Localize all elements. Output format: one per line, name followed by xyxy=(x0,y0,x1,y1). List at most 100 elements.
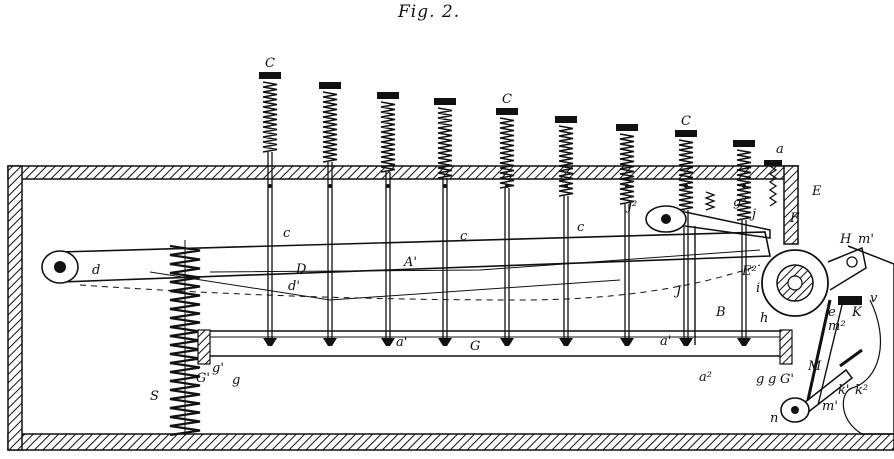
key-spring xyxy=(262,81,278,153)
spring-wire xyxy=(842,299,882,435)
key-guide-pin xyxy=(386,184,390,188)
label-k1: k' xyxy=(838,383,849,398)
label-m2: m² xyxy=(828,319,846,334)
casing-right-slope xyxy=(847,245,894,435)
rack-pins xyxy=(263,338,751,346)
link-M-pin xyxy=(791,406,799,414)
key-cap xyxy=(259,72,281,79)
label-a2: a' xyxy=(660,334,671,349)
rack-pin xyxy=(500,338,514,346)
screw-head xyxy=(764,160,782,166)
rack-pin xyxy=(559,338,573,346)
key-spring xyxy=(736,149,752,221)
key-k5: C xyxy=(496,92,518,342)
main-lever xyxy=(41,231,771,301)
label-g2: g' xyxy=(212,361,224,376)
key-guide-pin xyxy=(742,184,746,188)
rack-pin xyxy=(263,338,277,346)
rack-end-left xyxy=(197,329,211,365)
link-arm xyxy=(684,211,771,239)
rack-pin xyxy=(620,338,634,346)
key-label: C xyxy=(502,92,512,107)
label-g3: g³ xyxy=(733,195,747,210)
label-E: E xyxy=(811,184,822,199)
label-i: i xyxy=(756,281,760,296)
casing-top-wall xyxy=(7,165,799,180)
lever-web-lower xyxy=(149,271,621,301)
key-cap xyxy=(496,108,518,115)
key-k4 xyxy=(434,98,456,342)
label-v: v xyxy=(870,291,878,306)
rack-pin xyxy=(323,338,337,346)
key-spring xyxy=(322,91,338,163)
key-guide-pin xyxy=(564,184,568,188)
key-k6 xyxy=(555,116,577,342)
key-guide-pin xyxy=(505,184,509,188)
key-guide-pin xyxy=(328,184,332,188)
label-E2: E² xyxy=(741,264,757,279)
key-spring xyxy=(619,133,635,205)
label-D: D xyxy=(295,262,307,277)
casing-bottom-wall xyxy=(7,433,894,451)
label-n: n xyxy=(770,411,778,426)
rocker-K xyxy=(806,299,832,401)
label-g1: g xyxy=(232,373,240,388)
casing-right-wall xyxy=(783,165,799,245)
key-cap xyxy=(616,124,638,131)
lever-pivot-pin xyxy=(54,261,66,273)
spring-g3 xyxy=(704,191,716,211)
key-guide-pin xyxy=(268,184,272,188)
label-m3: m' xyxy=(822,399,838,414)
label-G2: G' xyxy=(780,372,794,387)
label-d: d xyxy=(92,263,100,278)
key-spring xyxy=(499,117,515,189)
label-j2: j² xyxy=(625,199,637,214)
label-j: j xyxy=(749,207,756,222)
label-A1: A' xyxy=(403,255,417,270)
key-k9 xyxy=(733,140,755,342)
label-G1: G' xyxy=(196,371,210,386)
key-cap xyxy=(733,140,755,147)
label-M: M xyxy=(807,359,822,374)
label-a3: a² xyxy=(699,370,712,385)
key-guide-pin xyxy=(625,184,629,188)
lever-dashed-path xyxy=(79,264,761,301)
rack-G xyxy=(197,329,793,365)
key-guide-pin xyxy=(684,184,688,188)
label-g5: g xyxy=(768,372,776,387)
key-label: C xyxy=(265,56,275,71)
label-F: F xyxy=(789,211,800,226)
reference-labels: a E F H m' j² g³ j d D d' A' c c c J B E… xyxy=(92,142,878,426)
label-c1: c xyxy=(283,226,291,241)
key-k7 xyxy=(616,124,638,342)
key-k2 xyxy=(319,82,341,342)
key-guide-pin xyxy=(443,184,447,188)
link-pin xyxy=(661,214,671,224)
rack-end-right xyxy=(779,329,793,365)
label-e: e xyxy=(828,305,836,320)
key-cap xyxy=(434,98,456,105)
label-h: h xyxy=(760,311,768,326)
top-screw-a xyxy=(764,160,782,207)
key-k3 xyxy=(377,92,399,342)
key-spring xyxy=(678,139,694,211)
label-k2: k² xyxy=(855,383,868,398)
rack-pin xyxy=(679,338,693,346)
casing xyxy=(7,165,894,451)
stop-k2 xyxy=(839,348,863,368)
key-bank: CCC xyxy=(259,56,755,342)
pawl-pivot xyxy=(846,256,858,268)
label-m1: m' xyxy=(858,232,874,247)
label-d1: d' xyxy=(288,279,300,294)
pawl-arm xyxy=(827,246,867,291)
label-G: G xyxy=(470,339,480,354)
label-g4: g xyxy=(756,372,764,387)
rack-pin xyxy=(438,338,452,346)
label-S: S xyxy=(150,389,159,404)
label-H: H xyxy=(839,232,852,247)
key-cap xyxy=(319,82,341,89)
label-K: K xyxy=(851,305,863,320)
label-c2: c xyxy=(460,229,468,244)
rack-pin xyxy=(381,338,395,346)
